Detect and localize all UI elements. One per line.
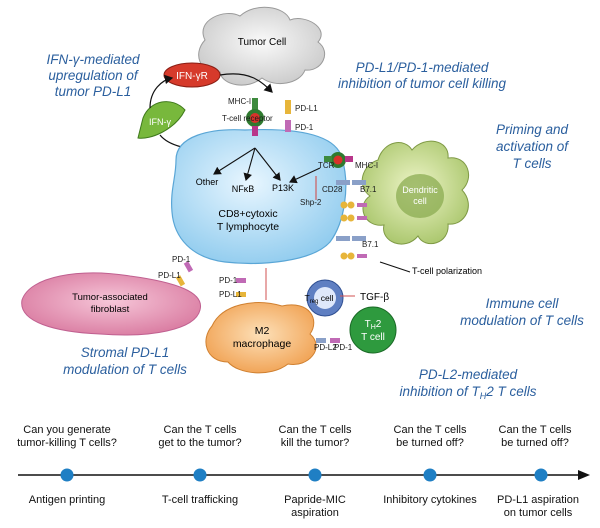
timeline-stage-4: Inhibitory cytokines (383, 494, 477, 506)
th2-cell: TH2 T cell (349, 306, 397, 354)
svg-text:Stromal PD-L1: Stromal PD-L1 (81, 345, 170, 360)
pd1-fibro-label: PD-1 (172, 255, 191, 264)
svg-text:upregulation of: upregulation of (48, 68, 139, 83)
svg-text:activation of: activation of (496, 139, 569, 154)
timeline-dot-4 (423, 468, 437, 482)
cd8-t-lymphocyte: CD8+cytoxic T lymphocyte Other NFκB P13K… (170, 129, 347, 264)
b71-label-1: B7.1 (360, 185, 377, 194)
tgf-beta-label: TGF-β (360, 292, 389, 303)
caption-pdl1-pd1: PD-L1/PD-1-mediated inhibition of tumor … (338, 60, 507, 91)
ifn-gamma-r-label: IFN-γR (176, 71, 208, 82)
tumor-mhc-tcr-complex: MHC-I T-cell receptor (222, 97, 273, 136)
fibroblast-pdl1-pd1: PD-1 PD-L1 (158, 255, 194, 287)
svg-text:PD-L1/PD-1-mediated: PD-L1/PD-1-mediated (356, 60, 489, 75)
other-label: Other (196, 177, 219, 187)
fibroblast-label-2: fibroblast (91, 304, 130, 315)
timeline-stage-2: T-cell trafficking (161, 494, 239, 506)
svg-text:Priming and: Priming and (496, 122, 569, 137)
tumor-cell: Tumor Cell (198, 6, 326, 86)
ifn-to-pdl1-arrow (219, 73, 273, 93)
caption-pdl2: PD-L2-mediated inhibition of TH2 T cells (399, 367, 536, 401)
svg-text:T cells: T cells (512, 156, 551, 171)
tcr-tumor-label: T-cell receptor (222, 114, 273, 123)
dc-synapse-receptors: TCR MHC-I CD28 B7.1 B7.1 (318, 152, 379, 260)
pdl2-label: PD-L2 (314, 343, 337, 352)
nfkb-label: NFκB (232, 184, 255, 194)
svg-text:IFN-γ-mediated: IFN-γ-mediated (46, 52, 140, 67)
ifn-gamma: IFN-γ (137, 101, 186, 139)
timeline-dot-1 (60, 468, 74, 482)
timeline-stage-1: Antigen printing (28, 494, 106, 506)
dendritic-label-1: Dendritic (402, 185, 438, 195)
timeline (18, 468, 590, 482)
svg-text:modulation of T cells: modulation of T cells (460, 313, 584, 328)
caption-immune: Immune cell modulation of T cells (460, 296, 584, 328)
tumor-associated-fibroblast: Tumor-associated fibroblast (21, 272, 201, 336)
fibroblast-label-1: Tumor-associated (72, 292, 148, 303)
th2-label-2: T cell (361, 332, 385, 343)
ifn-gamma-label: IFN-γ (149, 117, 171, 127)
tumor-cell-label: Tumor Cell (238, 37, 287, 48)
cd8-label-1: CD8+cytoxic (218, 208, 277, 220)
m2-macrophage: M2 macrophage (205, 302, 317, 374)
treg-label: Treg cell (305, 293, 334, 305)
svg-text:inhibition of TH2 T cells: inhibition of TH2 T cells (399, 384, 536, 401)
m2-pdl2-pd1: PD-L2 PD-1 (314, 338, 353, 352)
timeline-dot-2 (193, 468, 207, 482)
timeline-arrowhead (578, 470, 590, 480)
timeline-dot-5 (534, 468, 548, 482)
pd1-tumor-label: PD-1 (295, 123, 314, 132)
p13k-label: P13K (272, 183, 294, 193)
mhc1-tumor-label: MHC-I (228, 97, 251, 106)
pd1-m2-label: PD-1 (219, 276, 238, 285)
caption-ifn: IFN-γ-mediated upregulation of tumor PD-… (46, 52, 140, 99)
svg-text:tumor PD-L1: tumor PD-L1 (55, 84, 132, 99)
ifn-gamma-receptor: IFN-γR (163, 62, 221, 88)
svg-text:inhibition of tumor cell killi: inhibition of tumor cell killing (338, 76, 507, 91)
cd28-label: CD28 (322, 185, 343, 194)
tcr-label: TCR (318, 161, 335, 170)
m2-label-1: M2 (255, 325, 270, 337)
m2-label-2: macrophage (233, 338, 292, 350)
caption-priming: Priming and activation of T cells (496, 122, 569, 171)
svg-text:Immune cell: Immune cell (486, 296, 560, 311)
pdl1-tumor-label: PD-L1 (295, 104, 318, 113)
treg-cell: Treg cell (305, 279, 344, 317)
caption-stromal: Stromal PD-L1 modulation of T cells (63, 345, 187, 377)
th2-label: TH2 (365, 319, 382, 331)
m2-pdl1-pd1: PD-1 PD-L1 (219, 268, 267, 300)
tcr-to-other-arrow (213, 147, 256, 175)
svg-text:PD-L2-mediated: PD-L2-mediated (419, 367, 518, 382)
dendritic-cell: Dendritic cell (361, 140, 470, 245)
pd1-th2-label: PD-1 (334, 343, 353, 352)
shp2-label: Shp-2 (300, 198, 322, 207)
dendritic-label-2: cell (413, 196, 427, 206)
pdl1-fibro-label: PD-L1 (158, 271, 181, 280)
tcr-to-p13k-arrow (254, 147, 281, 181)
b71-label-2: B7.1 (362, 240, 379, 249)
tcr-to-nfkb-arrow (243, 147, 256, 182)
pdl1-m2-label: PD-L1 (219, 290, 242, 299)
tumor-pdl1-pd1: PD-L1 PD-1 (285, 100, 318, 132)
ifn-to-receptor-arrow (149, 74, 174, 109)
mhc1-label: MHC-I (355, 161, 378, 170)
tcr-dc-to-p13k-arrow (289, 167, 321, 184)
svg-text:modulation of T cells: modulation of T cells (63, 362, 187, 377)
timeline-dot-3 (308, 468, 322, 482)
polarization-line (379, 261, 411, 273)
cd8-label-2: T lymphocyte (217, 221, 279, 233)
t-cell-polarization-label: T-cell polarization (412, 266, 482, 276)
